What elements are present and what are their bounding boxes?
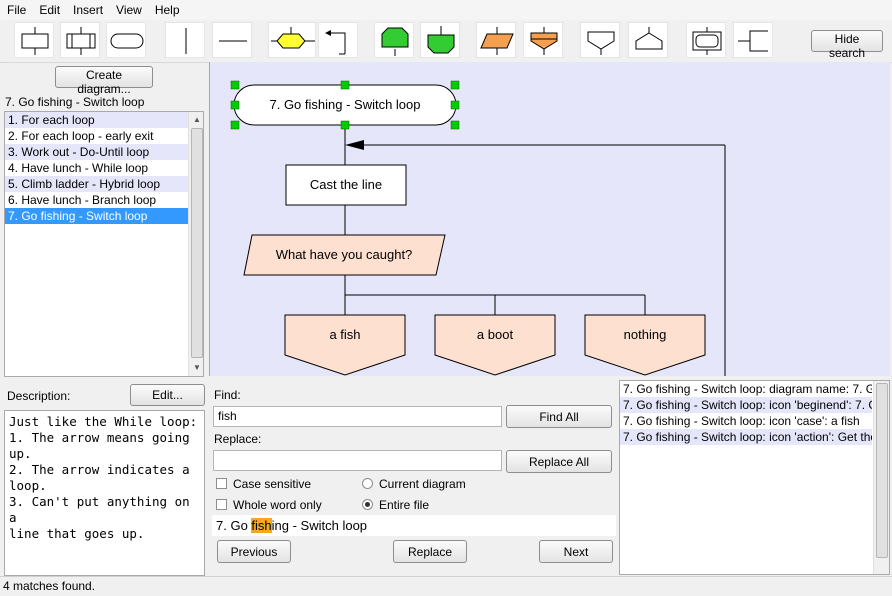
- title-node-label: 7. Go fishing - Switch loop: [269, 97, 421, 112]
- action-icon[interactable]: [14, 22, 54, 58]
- diagram-list-item[interactable]: 6. Have lunch - Branch loop: [8, 193, 157, 207]
- whole-word-label: Whole word only: [233, 498, 322, 512]
- diagram-list-item[interactable]: 2. For each loop - early exit: [8, 129, 154, 143]
- description-line: line that goes up.: [9, 526, 145, 541]
- loop-arrow-icon: [345, 140, 364, 150]
- description-line: loop.: [9, 478, 47, 493]
- next-button[interactable]: Next: [539, 540, 613, 563]
- match-highlight: fish: [251, 518, 272, 533]
- find-input[interactable]: fish: [213, 406, 502, 427]
- terminator-icon[interactable]: [106, 22, 146, 58]
- menu-bar: File Edit Insert View Help: [0, 0, 892, 20]
- result-item[interactable]: 7. Go fishing - Switch loop: icon 'begin…: [620, 397, 872, 413]
- action-node[interactable]: [285, 164, 407, 206]
- result-item[interactable]: 7. Go fishing - Switch loop: diagram nam…: [623, 382, 872, 396]
- shelf-icon[interactable]: [733, 22, 773, 58]
- case-node-boot[interactable]: [434, 314, 556, 376]
- replace-label: Replace:: [214, 432, 262, 446]
- match-preview-before: 7. Go: [216, 518, 252, 533]
- select-icon[interactable]: [580, 22, 620, 58]
- hide-search-button[interactable]: Hide search: [811, 30, 883, 60]
- diagram-list-scrollbar[interactable]: ▲ ▼: [188, 112, 203, 376]
- case-icon[interactable]: [628, 22, 668, 58]
- case-label-fish: a fish: [329, 327, 361, 342]
- menu-insert[interactable]: Insert: [73, 3, 104, 17]
- branch-icon[interactable]: [268, 22, 316, 58]
- find-label: Find:: [214, 388, 241, 402]
- create-diagram-button[interactable]: Create diagram...: [55, 66, 153, 96]
- toolbar: Hide search: [0, 20, 892, 63]
- menu-help[interactable]: Help: [154, 3, 180, 17]
- description-line: 1. The arrow means going: [9, 430, 190, 445]
- result-item[interactable]: 7. Go fishing - Switch loop: icon 'case'…: [623, 414, 860, 428]
- output-icon[interactable]: [523, 22, 563, 58]
- find-all-button[interactable]: Find All: [506, 405, 612, 428]
- diagram-list-item[interactable]: 1. For each loop: [5, 112, 189, 128]
- duration-icon[interactable]: [686, 22, 726, 58]
- select-node[interactable]: [243, 234, 446, 276]
- replace-input[interactable]: [213, 450, 502, 471]
- diagram-canvas[interactable]: 7. Go fishing - Switch loop Cast the lin…: [210, 62, 890, 376]
- results-scrollbar[interactable]: [873, 381, 889, 574]
- entire-file-radio[interactable]: [362, 499, 373, 510]
- menu-view[interactable]: View: [116, 3, 142, 17]
- description-text: Just like the While loop:1. The arrow me…: [4, 410, 205, 576]
- case-node-nothing[interactable]: [584, 314, 706, 376]
- diagram-list-item[interactable]: 4. Have lunch - While loop: [8, 161, 149, 175]
- case-sensitive-checkbox[interactable]: [216, 478, 227, 489]
- flowchart: [230, 80, 726, 376]
- status-bar: 4 matches found.: [0, 576, 892, 596]
- scroll-up-icon[interactable]: ▲: [193, 115, 201, 124]
- edit-description-button[interactable]: Edit...: [130, 384, 205, 406]
- select-node-label: What have you caught?: [275, 247, 413, 262]
- status-text: 4 matches found.: [3, 579, 96, 593]
- selection-handles[interactable]: [230, 80, 460, 130]
- insert-icon[interactable]: [60, 22, 100, 58]
- description-line: up.: [9, 446, 32, 461]
- menu-file[interactable]: File: [7, 3, 27, 17]
- case-label-boot: a boot: [476, 327, 514, 342]
- results-scroll-thumb[interactable]: [876, 383, 888, 558]
- horizontal-line-icon[interactable]: [212, 22, 252, 58]
- scroll-down-icon[interactable]: ▼: [193, 363, 201, 372]
- vertical-line-icon[interactable]: [165, 22, 205, 58]
- splitter[interactable]: [209, 62, 210, 376]
- case-label-nothing: nothing: [623, 327, 667, 342]
- description-label: Description:: [7, 389, 71, 403]
- description-line: Just like the While loop:: [9, 414, 198, 429]
- case-node-fish[interactable]: [284, 314, 406, 376]
- current-diagram-label: 7. Go fishing - Switch loop: [5, 95, 145, 109]
- results-list: 7. Go fishing - Switch loop: diagram nam…: [619, 380, 890, 575]
- diagram-list-item[interactable]: 7. Go fishing - Switch loop: [5, 208, 189, 224]
- match-preview-after: ing - Switch loop: [271, 518, 368, 533]
- action-node-label: Cast the line: [309, 177, 383, 192]
- replace-button[interactable]: Replace: [393, 540, 467, 563]
- case-sensitive-label: Case sensitive: [233, 477, 312, 491]
- description-line: 2. The arrow indicates a: [9, 462, 190, 477]
- match-preview: 7. Go fishing - Switch loop: [212, 515, 616, 536]
- replace-all-button[interactable]: Replace All: [506, 450, 612, 473]
- diagram-list-item[interactable]: 5. Climb ladder - Hybrid loop: [5, 176, 189, 192]
- current-diagram-radio[interactable]: [362, 478, 373, 489]
- input-icon[interactable]: [476, 22, 516, 58]
- diagram-list-item[interactable]: 3. Work out - Do-Until loop: [5, 144, 189, 160]
- loop-end-icon[interactable]: [420, 22, 460, 58]
- whole-word-checkbox[interactable]: [216, 499, 227, 510]
- current-diagram-label: Current diagram: [379, 477, 466, 491]
- arrow-icon[interactable]: [318, 22, 358, 58]
- scroll-thumb[interactable]: [191, 128, 203, 358]
- loop-start-icon[interactable]: [374, 22, 414, 58]
- menu-edit[interactable]: Edit: [39, 3, 61, 17]
- result-item[interactable]: 7. Go fishing - Switch loop: icon 'actio…: [620, 429, 872, 445]
- entire-file-label: Entire file: [379, 498, 430, 512]
- description-line: 3. Can't put anything on a: [9, 494, 190, 525]
- previous-button[interactable]: Previous: [217, 540, 291, 563]
